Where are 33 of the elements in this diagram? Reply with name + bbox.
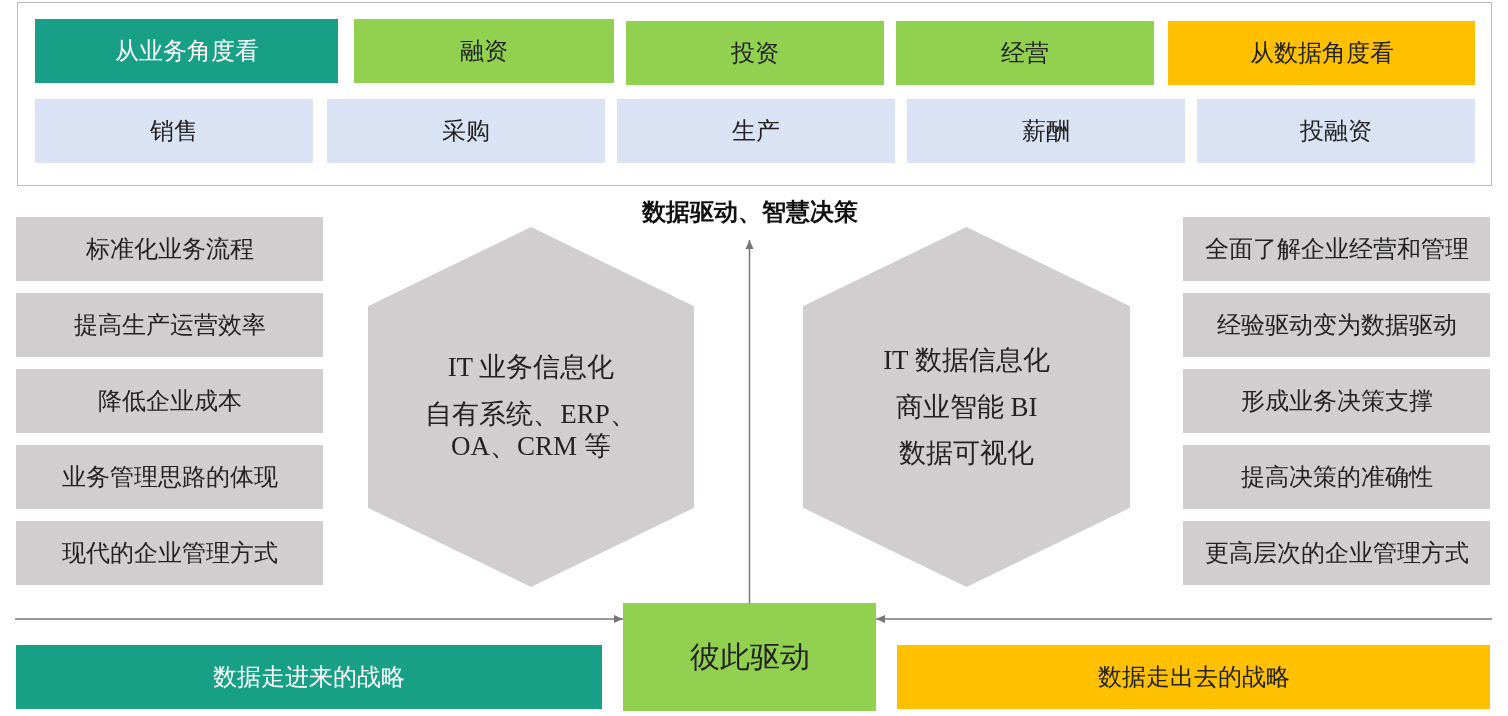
header-box: 从数据角度看 — [1168, 21, 1475, 85]
hexagon-text: IT 业务信息化 — [447, 351, 615, 384]
category-box: 薪酬 — [907, 99, 1185, 163]
feature-box: 形成业务决策支撑 — [1183, 369, 1490, 433]
hexagon-text: IT 数据信息化 — [883, 344, 1050, 377]
feature-box: 全面了解企业经营和管理 — [1183, 217, 1490, 281]
strategy-box: 数据走进来的战略 — [16, 645, 602, 709]
category-box: 投融资 — [1197, 99, 1475, 163]
arrow — [875, 615, 1493, 623]
header-box: 投资 — [626, 21, 884, 85]
arrow — [745, 239, 754, 604]
strategy-box: 数据走出去的战略 — [897, 645, 1490, 709]
category-box: 采购 — [327, 99, 605, 163]
hexagon-text: 商业智能 BI — [895, 390, 1038, 424]
header-box: 融资 — [354, 19, 614, 83]
feature-box: 提高生产运营效率 — [16, 293, 323, 357]
hexagon-text: 自有系统、ERP、OA、CRM 等 — [424, 397, 638, 463]
feature-box: 经验驱动变为数据驱动 — [1183, 293, 1490, 357]
goal-text: 数据驱动、智慧决策 — [600, 190, 900, 234]
feature-box: 业务管理思路的体现 — [16, 445, 323, 509]
header-box: 从业务角度看 — [35, 19, 338, 83]
category-box: 生产 — [617, 99, 895, 163]
feature-box: 降低企业成本 — [16, 369, 323, 433]
hexagon-text: 数据可视化 — [899, 437, 1034, 470]
panel-frame — [17, 2, 1492, 186]
arrow — [14, 615, 624, 623]
category-box: 销售 — [35, 99, 313, 163]
feature-box: 更高层次的企业管理方式 — [1183, 521, 1490, 585]
center-box: 彼此驱动 — [623, 603, 876, 711]
feature-box: 现代的企业管理方式 — [16, 521, 323, 585]
header-box: 经营 — [896, 21, 1154, 85]
feature-box: 标准化业务流程 — [16, 217, 323, 281]
feature-box: 提高决策的准确性 — [1183, 445, 1490, 509]
